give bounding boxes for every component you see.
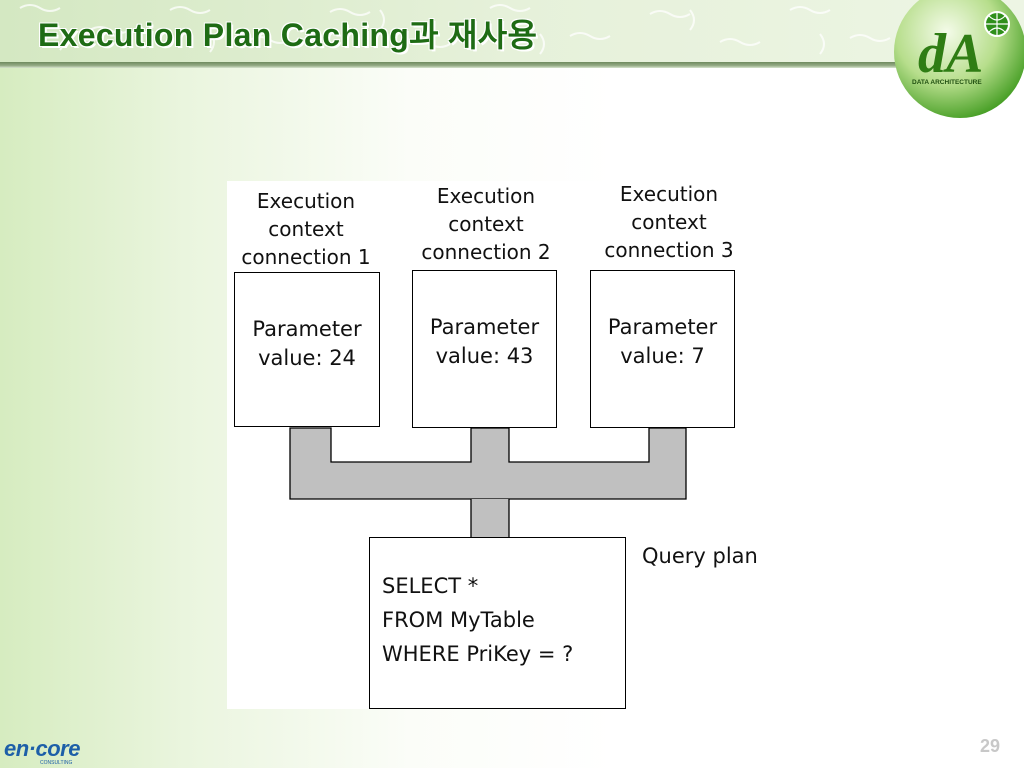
parameter-value-3: Parameter value: 7 <box>607 315 718 368</box>
connector-stem <box>471 499 509 537</box>
parameter-box-2: Parameter value: 43 <box>412 270 557 428</box>
slide-title: Execution Plan Caching과 재사용 <box>38 17 538 53</box>
query-plan-sql-line-2: FROM MyTable <box>382 608 535 632</box>
query-plan-sql-line-1: SELECT * <box>382 574 479 598</box>
connector-shape <box>289 427 687 537</box>
query-plan-sql-line-3: WHERE PriKey = ? <box>382 642 574 666</box>
encore-logo: en·core <box>4 736 80 761</box>
data-architecture-logo: dA DATA ARCHITECTURE <box>894 0 1024 118</box>
execution-plan-diagram: Execution context connection 1 Execution… <box>227 181 778 709</box>
query-plan-box: SELECT * FROM MyTable WHERE PriKey = ? <box>369 537 626 709</box>
slide-header: Execution Plan Caching과 재사용 <box>0 0 1024 62</box>
puzzle-pattern-decoration <box>19 4 891 55</box>
context-label-3: Execution context connection 3 <box>604 182 734 262</box>
logo-mark: dA <box>918 23 983 85</box>
query-plan-label: Query plan <box>642 544 758 568</box>
parameter-value-2: Parameter value: 43 <box>429 315 540 368</box>
connector-top-bar <box>289 427 687 500</box>
context-label-2: Execution context connection 2 <box>421 184 551 264</box>
page-number: 29 <box>980 736 1001 756</box>
context-label-1: Execution context connection 1 <box>241 189 371 269</box>
header-divider <box>0 62 1024 68</box>
encore-logo-sub: CONSULTING <box>40 760 73 766</box>
parameter-box-1: Parameter value: 24 <box>234 272 380 427</box>
parameter-box-3: Parameter value: 7 <box>590 270 735 428</box>
logo-caption: DATA ARCHITECTURE <box>912 79 982 86</box>
parameter-value-1: Parameter value: 24 <box>252 317 362 370</box>
